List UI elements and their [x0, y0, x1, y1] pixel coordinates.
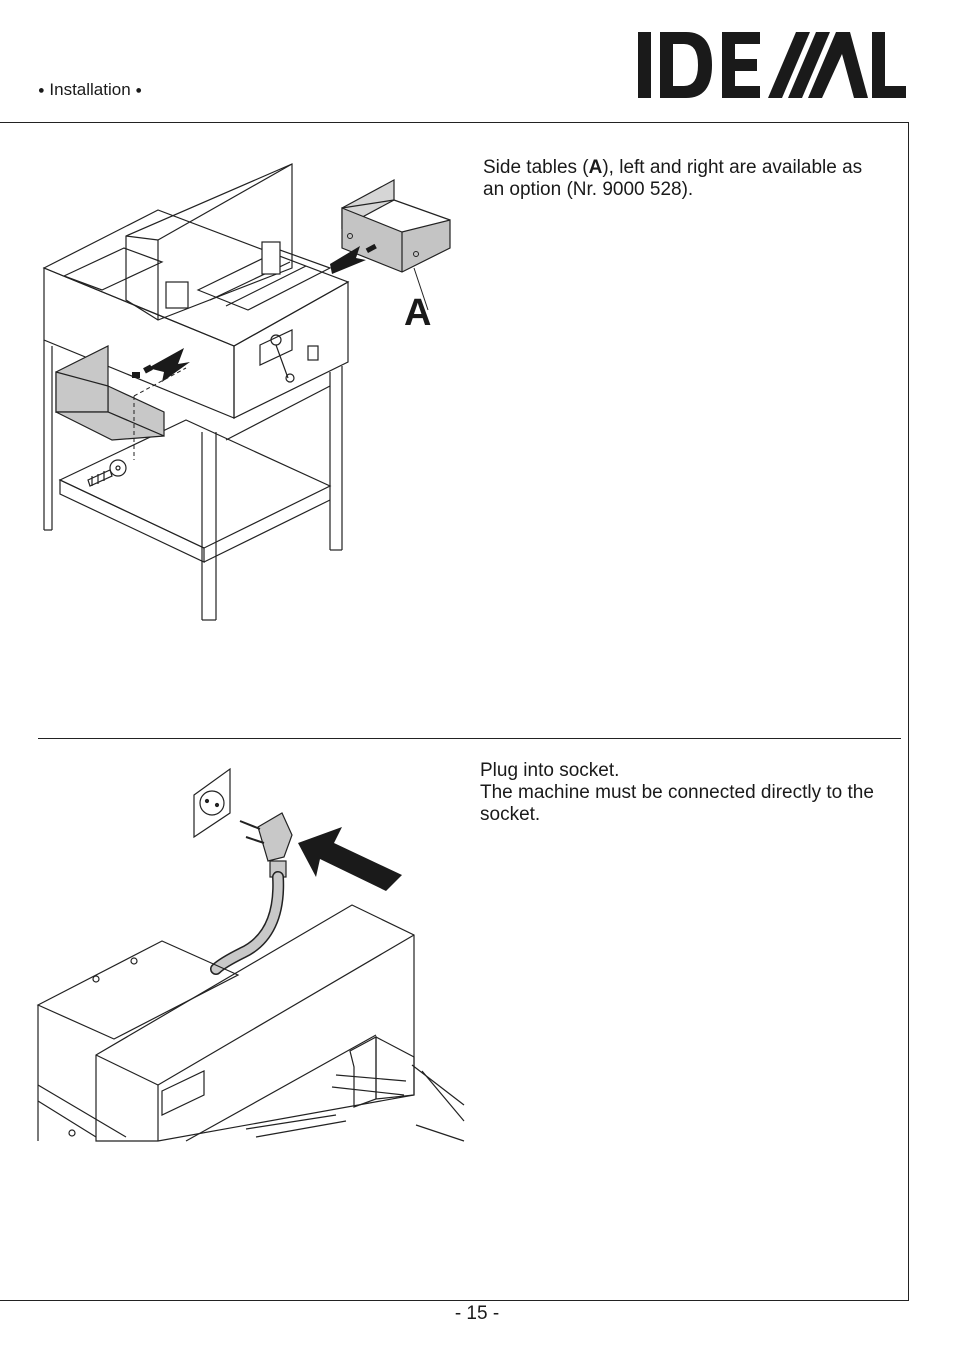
plug-line-1: Plug into socket. — [480, 760, 620, 781]
side-tables-text-bold: A — [588, 157, 603, 178]
section-label: ● Installation ● — [38, 80, 142, 100]
section-title: Installation — [49, 80, 131, 99]
side-tables-text: Side tables (A), left and right are avai… — [483, 157, 883, 201]
section-divider — [38, 738, 901, 739]
page-number: - 15 - — [454, 1303, 500, 1324]
ideal-logo — [638, 32, 906, 98]
cutter-side-tables-illustration — [42, 163, 451, 621]
frame-top-rule — [0, 122, 909, 123]
plug-socket-illustration — [36, 767, 465, 1142]
bullet-right: ● — [135, 84, 143, 97]
plug-line-2: The machine must be connected directly t… — [480, 782, 874, 825]
frame-right-rule — [908, 122, 909, 1301]
plug-instructions: Plug into socket. The machine must be co… — [480, 760, 900, 826]
side-tables-text-suffix: ), left and right are available as an op… — [483, 157, 863, 200]
bullet-left: ● — [38, 84, 45, 97]
side-tables-text-prefix: Side tables ( — [483, 157, 589, 178]
callout-a: A — [404, 292, 432, 334]
frame-bottom-rule — [0, 1300, 909, 1301]
